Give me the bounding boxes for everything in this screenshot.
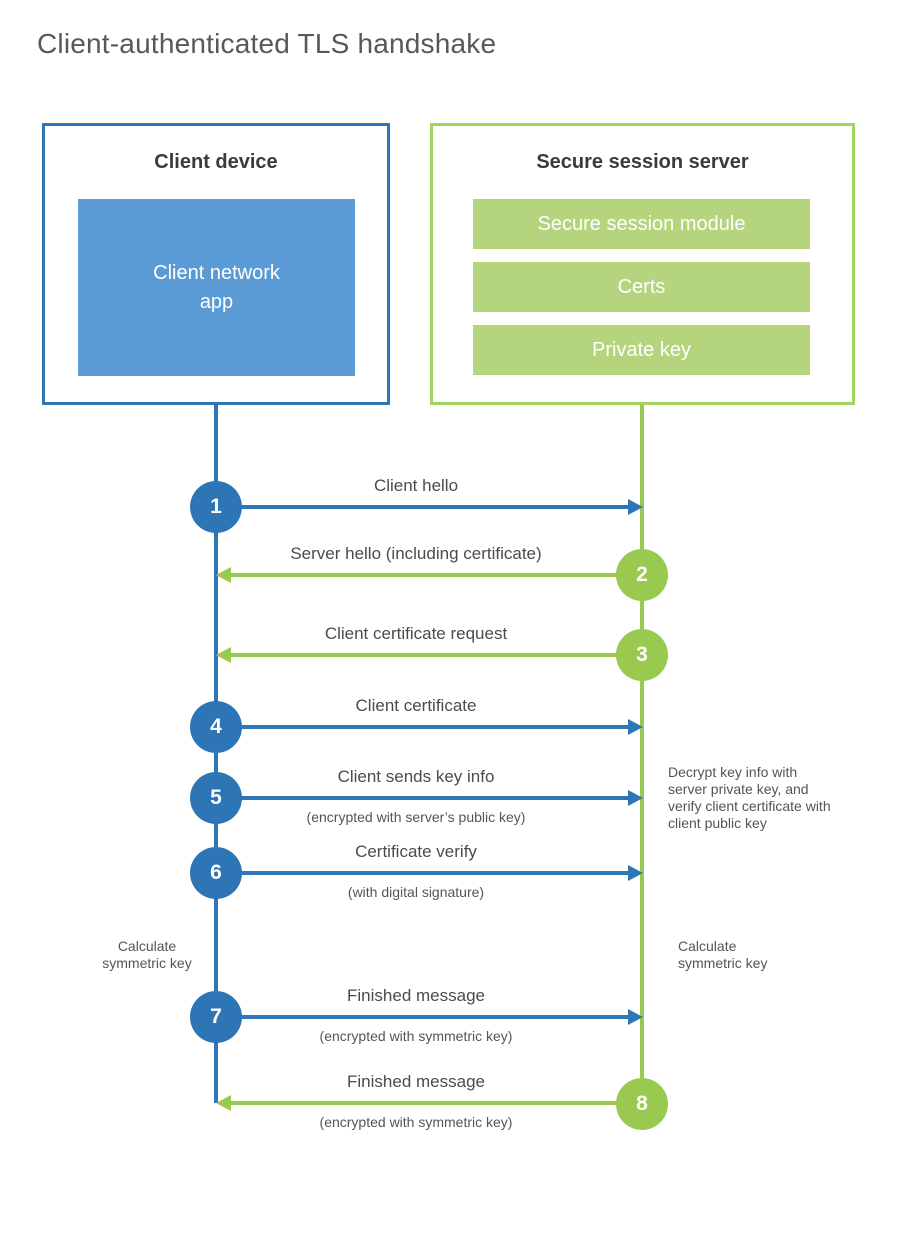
server-module-certs: Certs (473, 262, 810, 312)
client-app-label-line2: app (199, 290, 234, 313)
secure-session-server-box: Secure session server Secure session mod… (430, 123, 855, 405)
arrow-label: Certificate verify (355, 842, 477, 861)
client-network-app-box: Client network app (78, 199, 355, 376)
client-device-title: Client device (154, 151, 278, 173)
server-module-secure-session: Secure session module (473, 199, 810, 249)
arrow-line (216, 505, 628, 509)
arrow-label: Client sends key info (337, 767, 495, 786)
note-line1: Calculate (117, 938, 177, 954)
step-number-badge: 1 (190, 481, 242, 533)
arrow-label: Client certificate request (324, 624, 508, 643)
arrow-head-left-icon (216, 567, 231, 583)
step-number-badge: 7 (190, 991, 242, 1043)
server-title: Secure session server (536, 151, 749, 173)
calculate-symmetric-key-note-server: Calculate symmetric key (678, 938, 818, 972)
arrow-line (216, 871, 628, 875)
note-line2: symmetric key (678, 955, 768, 971)
server-lifeline (640, 405, 644, 1080)
arrow-sublabel: (encrypted with symmetric key) (319, 1114, 513, 1130)
arrow-sublabel: (encrypted with symmetric key) (319, 1028, 513, 1044)
note-line1: Calculate (678, 938, 737, 954)
arrow-sublabel: (encrypted with server’s public key) (306, 809, 526, 825)
arrow-line (230, 1101, 642, 1105)
decrypt-key-note: Decrypt key info with server private key… (668, 764, 831, 831)
step-number-badge: 2 (616, 549, 668, 601)
arrow-label: Client certificate (355, 696, 477, 715)
arrow-line (216, 725, 628, 729)
client-app-label-line1: Client network (153, 261, 280, 284)
arrow-head-right-icon (628, 719, 643, 735)
note-line2: symmetric key (102, 955, 192, 971)
client-device-box: Client device Client network app (42, 123, 390, 405)
arrow-label: Finished message (347, 986, 485, 1005)
arrow-label: Client hello (373, 476, 459, 495)
arrow-head-left-icon (216, 1095, 231, 1111)
arrow-line (216, 1015, 628, 1019)
arrow-line (230, 653, 642, 657)
arrow-head-left-icon (216, 647, 231, 663)
arrow-head-right-icon (628, 499, 643, 515)
arrow-line (230, 573, 642, 577)
step-number-badge: 5 (190, 772, 242, 824)
server-module-private-key: Private key (473, 325, 810, 375)
step-number-badge: 8 (616, 1078, 668, 1130)
client-lifeline (214, 405, 218, 1103)
step-number-badge: 6 (190, 847, 242, 899)
step-number-badge: 3 (616, 629, 668, 681)
arrow-sublabel: (with digital signature) (347, 884, 485, 900)
arrow-label: Finished message (347, 1072, 485, 1091)
arrow-label: Server hello (including certificate) (290, 544, 542, 563)
arrow-head-right-icon (628, 865, 643, 881)
page-title: Client-authenticated TLS handshake (37, 28, 497, 59)
calculate-symmetric-key-note-client: Calculate symmetric key (77, 938, 217, 972)
arrow-head-right-icon (628, 1009, 643, 1025)
arrow-line (216, 796, 628, 800)
step-number-badge: 4 (190, 701, 242, 753)
arrow-head-right-icon (628, 790, 643, 806)
